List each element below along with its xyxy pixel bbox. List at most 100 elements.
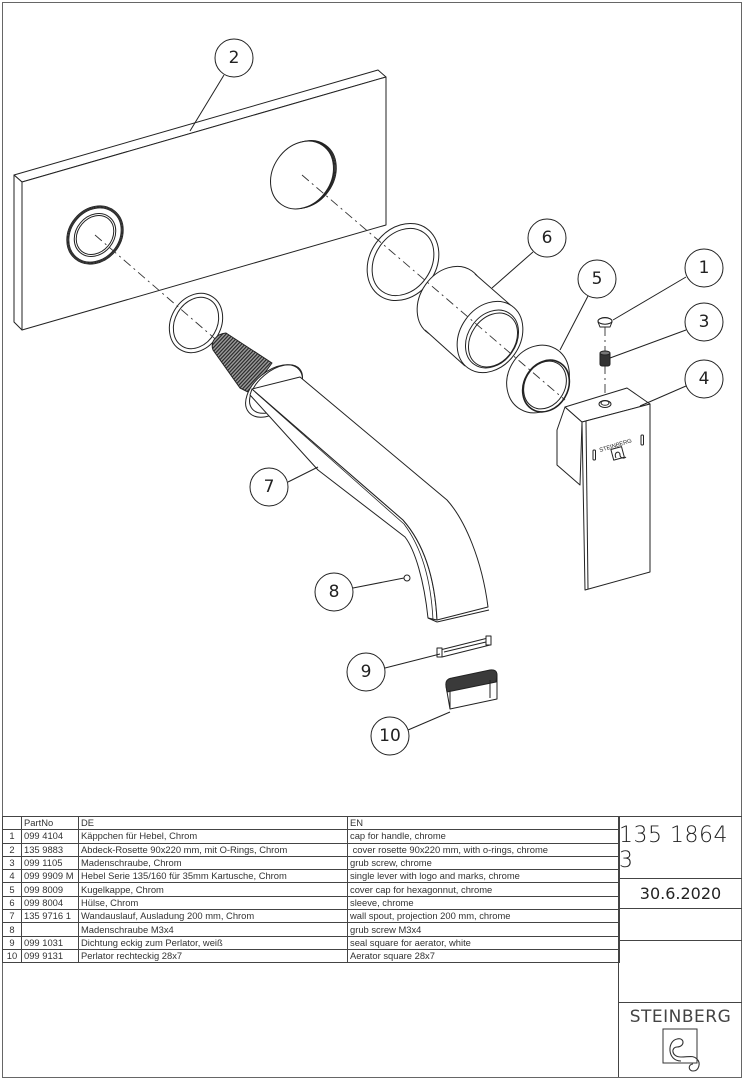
lever-handle: STEINBERG — [556, 387, 651, 591]
row-description-de: Madenschraube, Chrom — [78, 855, 348, 871]
balloon-7: 7 — [249, 467, 289, 507]
spout-grub-screw — [403, 574, 411, 582]
leader-7 — [287, 466, 319, 483]
leader-lines — [189, 74, 687, 731]
handle-front-face — [581, 403, 651, 591]
balloon-circle — [214, 38, 254, 78]
title-block: 135 1864 3 30.6.2020 STEINBERG — [618, 816, 742, 1077]
rosette-plate-side-edge — [13, 174, 23, 331]
balloon-circle — [577, 259, 617, 299]
row-part-no — [21, 922, 79, 937]
row-pos: 9 — [2, 935, 22, 950]
balloon-circle — [249, 467, 289, 507]
sleeve — [416, 265, 524, 374]
balloon-8: 8 — [314, 572, 354, 612]
row-description-de: Abdeck-Rosette 90x220 mm, mit O-Rings, C… — [78, 842, 348, 857]
row-part-no: 135 9716 1 — [21, 909, 79, 924]
header-pos — [2, 815, 22, 831]
balloon-6: 6 — [527, 218, 567, 258]
balloon-label: 9 — [361, 662, 372, 682]
row-pos: 7 — [2, 909, 22, 924]
row-description-de: Perlator rechteckig 28x7 — [78, 948, 348, 964]
balloon-5: 5 — [577, 259, 617, 299]
row-part-no: 099 4104 — [21, 829, 79, 844]
o-ring-left — [168, 292, 224, 354]
row-description-en: cover cap for hexagonnut, chrome — [347, 882, 620, 897]
header-part-no: PartNo — [21, 815, 79, 831]
row-part-no: 135 9883 — [21, 842, 79, 857]
drawing-number-cell: 135 1864 3 — [619, 816, 742, 878]
row-part-no: 099 9909 M — [21, 869, 79, 884]
aerator — [445, 669, 498, 710]
row-description-en: grub screw, chrome — [347, 855, 620, 871]
balloon-10: 10 — [370, 716, 410, 756]
spout-top-face — [251, 376, 489, 621]
drawing-number: 135 1864 3 — [619, 822, 728, 873]
row-description-de: Madenschraube M3x4 — [78, 922, 348, 937]
leader-5 — [559, 295, 589, 351]
wall-spout — [211, 332, 490, 623]
balloon-label: 1 — [699, 258, 710, 278]
handle-logo-icon — [610, 446, 627, 461]
row-description-en: wall spout, projection 200 mm, chrome — [347, 909, 620, 924]
cover-cap — [506, 344, 571, 414]
leader-9 — [384, 653, 441, 669]
exploded-view-drawing: STEINBERG 1 — [13, 38, 724, 756]
balloon-circle — [684, 359, 724, 399]
row-pos: 3 — [2, 855, 22, 871]
axis-spout — [94, 234, 229, 351]
row-part-no: 099 8009 — [21, 882, 79, 897]
row-description-en: cover rosette 90x220 mm, with o-rings, c… — [347, 842, 620, 857]
balloon-2: 2 — [214, 38, 254, 78]
row-pos: 10 — [2, 948, 22, 964]
row-pos: 1 — [2, 829, 22, 844]
balloon-circle — [684, 248, 724, 288]
axis-handle — [301, 174, 566, 401]
row-description-en: sleeve, chrome — [347, 895, 620, 911]
parts-list-header: PartNo DE EN — [2, 815, 620, 831]
balloon-circle — [314, 572, 354, 612]
row-description-en: cap for handle, chrome — [347, 829, 620, 844]
balloon-1: 1 — [684, 248, 724, 288]
row-pos: 6 — [2, 895, 22, 911]
row-pos: 4 — [2, 869, 22, 884]
balloon-circle — [684, 302, 724, 342]
header-de: DE — [78, 815, 348, 831]
row-pos: 8 — [2, 922, 22, 937]
handle-cap — [597, 317, 613, 328]
row-description-de: Käppchen für Hebel, Chrom — [78, 829, 348, 844]
leader-1 — [612, 276, 687, 321]
sleeve-front-rim — [456, 300, 524, 374]
balloon-label: 2 — [229, 48, 240, 68]
brand-name: STEINBERG — [629, 1007, 732, 1027]
rosette-plate-front-face — [21, 76, 387, 331]
row-part-no: 099 9131 — [21, 948, 79, 964]
balloon-label: 7 — [264, 477, 275, 497]
balloon-label: 4 — [699, 369, 710, 389]
row-description-de: Dichtung eckig zum Perlator, weiß — [78, 935, 348, 950]
leader-10 — [407, 711, 451, 731]
date-cell: 30.6.2020 — [619, 878, 742, 908]
aerator-seal — [436, 635, 492, 658]
leader-2 — [189, 74, 225, 132]
leader-6 — [491, 251, 534, 289]
row-pos: 5 — [2, 882, 22, 897]
row-description-de: Wandauslauf, Ausladung 200 mm, Chrom — [78, 909, 348, 924]
empty-cell-1 — [619, 908, 742, 940]
leader-4 — [639, 385, 687, 407]
row-pos: 2 — [2, 842, 22, 857]
balloon-label: 8 — [329, 582, 340, 602]
balloon-4: 4 — [684, 359, 724, 399]
row-part-no: 099 8004 — [21, 895, 79, 911]
row-description-en: seal square for aerator, white — [347, 935, 620, 950]
row-description-en: single lever with logo and marks, chrome — [347, 869, 620, 884]
